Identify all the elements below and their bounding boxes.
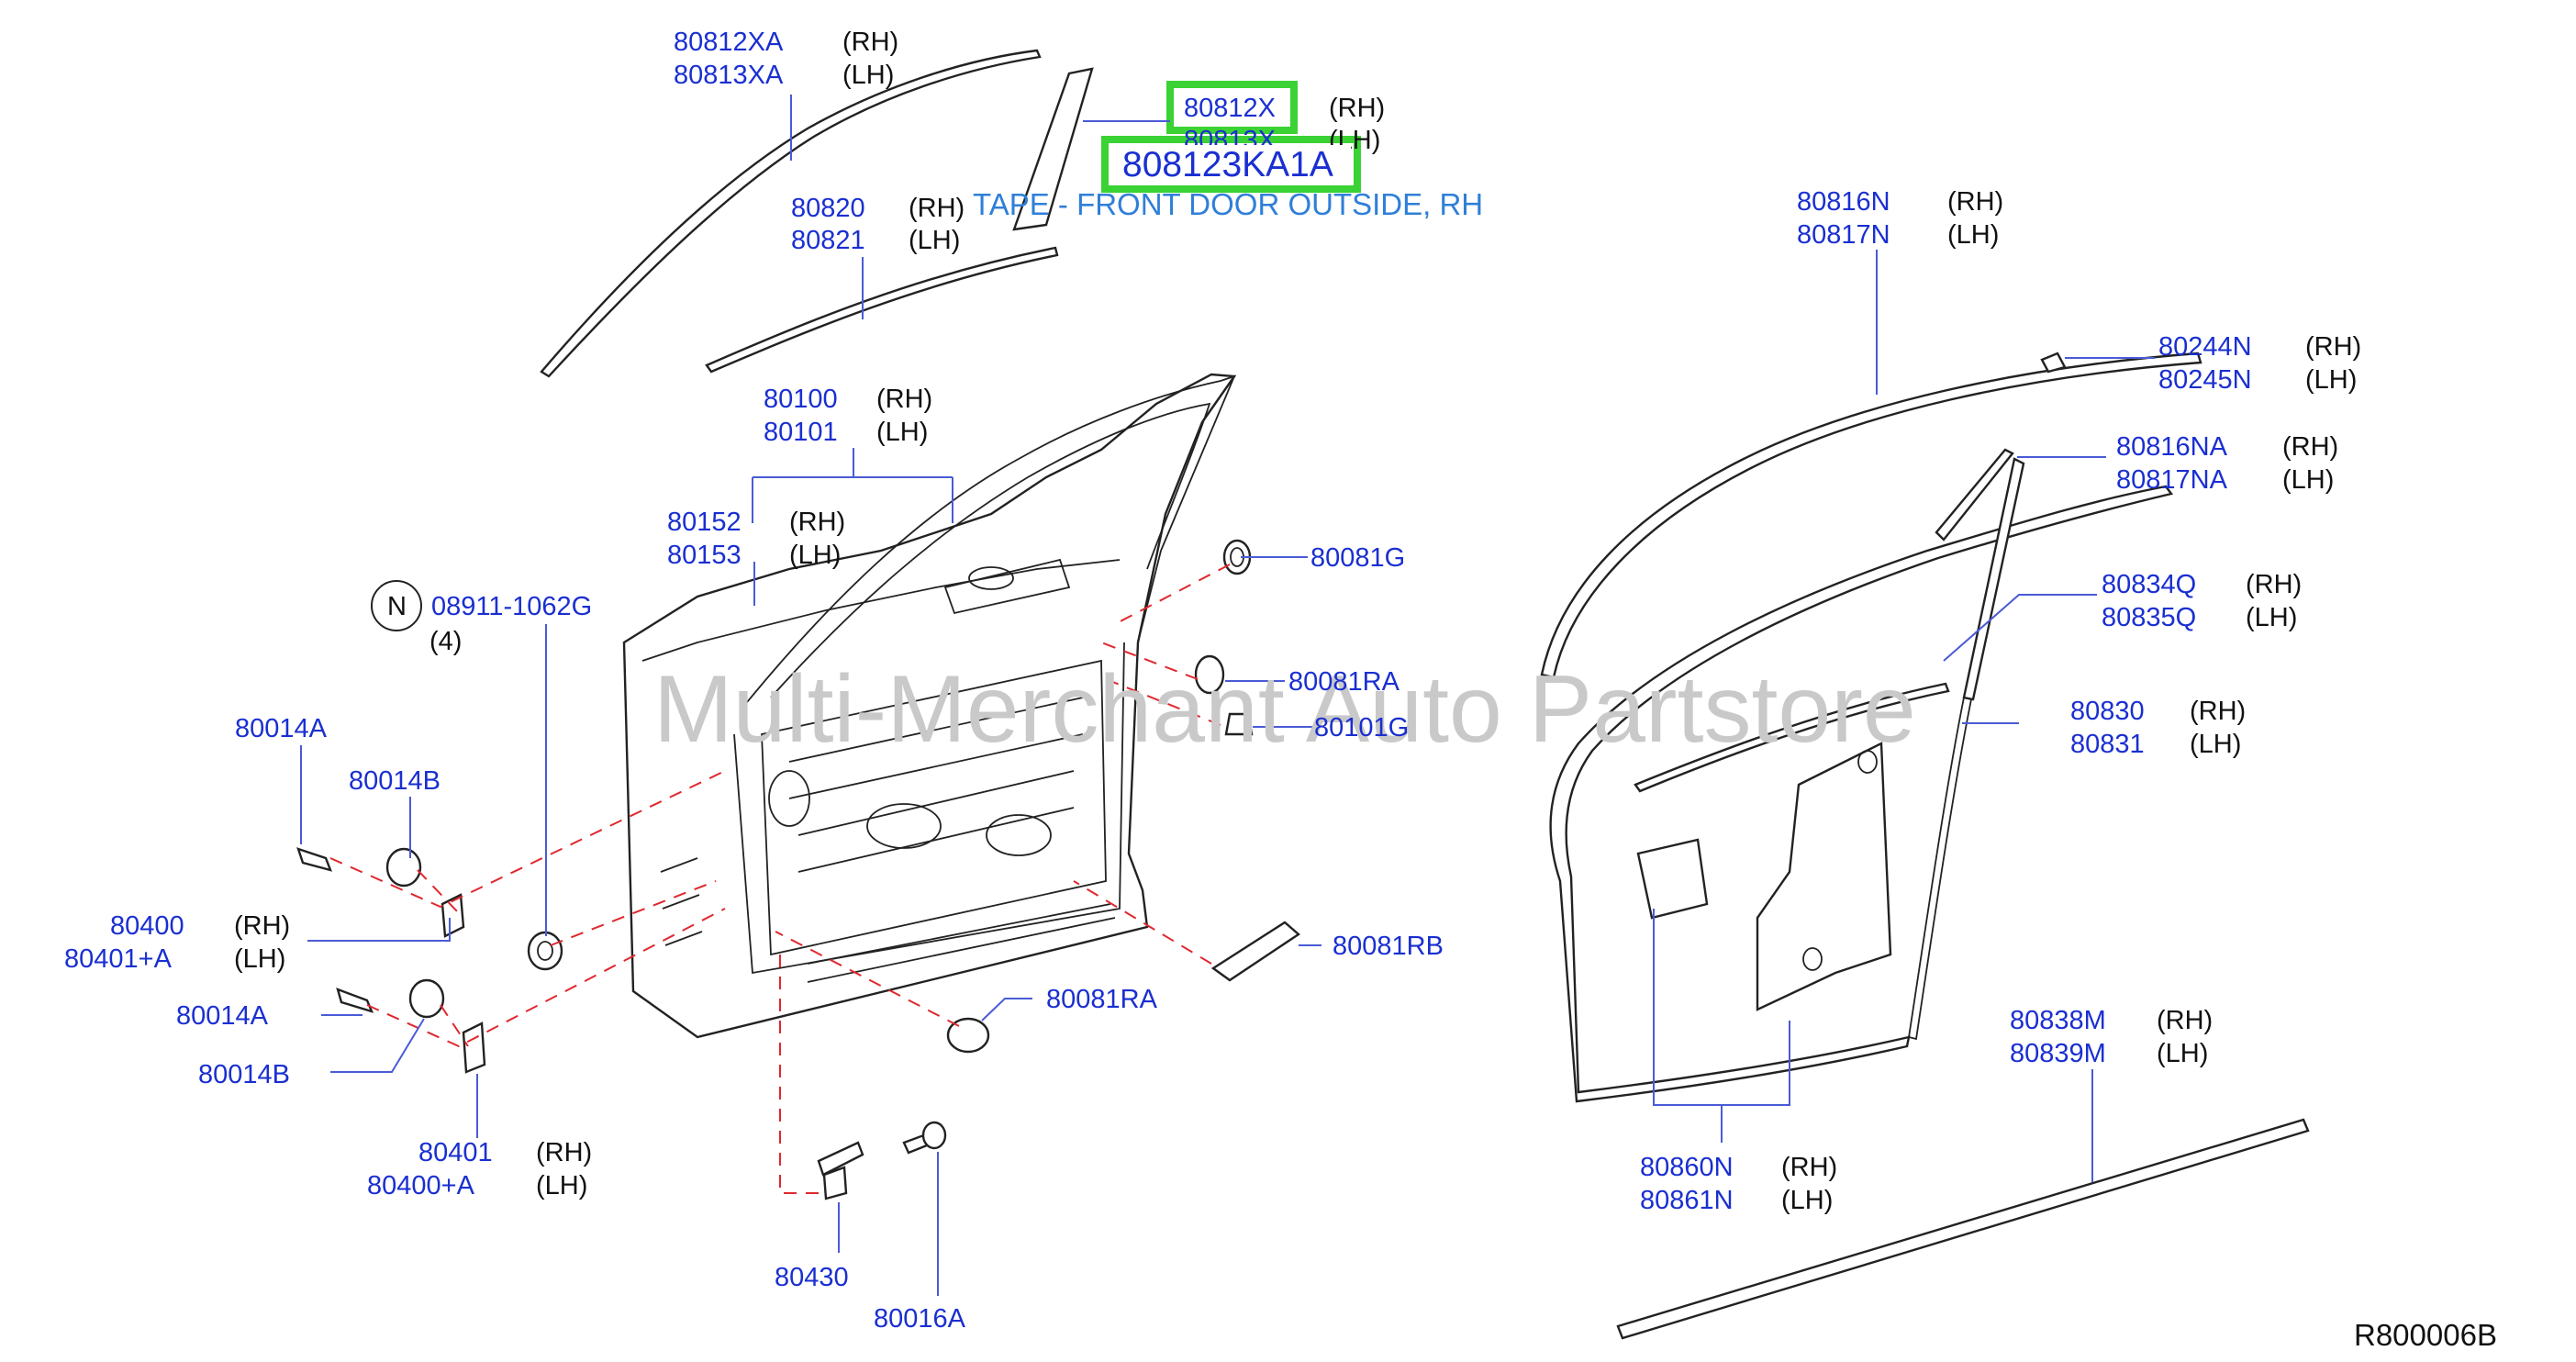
- side-80821: (LH): [909, 226, 960, 255]
- side-80400A: (LH): [536, 1171, 587, 1200]
- label-80014A-bottom[interactable]: 80014A: [176, 1001, 269, 1031]
- label-08911-1062G[interactable]: 08911-1062G: [431, 592, 592, 621]
- side-80860N: (RH): [1781, 1153, 1837, 1182]
- label-80153[interactable]: 80153: [667, 541, 742, 570]
- label-80081RB[interactable]: 80081RB: [1333, 932, 1444, 961]
- side-80152: (RH): [789, 508, 845, 537]
- label-80821[interactable]: 80821: [791, 226, 865, 255]
- side-80820: (RH): [909, 194, 965, 223]
- label-80245N[interactable]: 80245N: [2158, 365, 2252, 395]
- label-80014A-top[interactable]: 80014A: [235, 714, 328, 743]
- label-80081RA-top[interactable]: 80081RA: [1288, 667, 1400, 697]
- n-symbol: N: [387, 592, 407, 621]
- side-80400: (RH): [234, 911, 290, 941]
- label-80016A[interactable]: 80016A: [874, 1304, 966, 1334]
- side-80817NA: (LH): [2282, 465, 2334, 495]
- assembly-dash-lines: [329, 564, 1231, 1194]
- label-80839M[interactable]: 80839M: [2010, 1039, 2106, 1068]
- leader-lines: [300, 95, 2155, 1296]
- side-80401: (RH): [536, 1138, 592, 1167]
- label-80861N[interactable]: 80861N: [1640, 1186, 1734, 1215]
- label-80834Q[interactable]: 80834Q: [2102, 570, 2196, 599]
- highlight-backdrop: [1112, 145, 1351, 184]
- label-80831[interactable]: 80831: [2070, 730, 2145, 759]
- highlight-box-80812X: [1166, 81, 1298, 134]
- label-80400[interactable]: 80400: [110, 911, 184, 941]
- label-80101[interactable]: 80101: [764, 418, 838, 447]
- label-80244N[interactable]: 80244N: [2158, 332, 2252, 362]
- label-80816N[interactable]: 80816N: [1797, 187, 1890, 217]
- label-80816NA[interactable]: 80816NA: [2116, 432, 2228, 462]
- label-80838M[interactable]: 80838M: [2010, 1006, 2106, 1035]
- side-80831: (LH): [2190, 730, 2241, 759]
- label-80400A[interactable]: 80400+A: [367, 1171, 475, 1200]
- label-80101G[interactable]: 80101G: [1314, 713, 1409, 742]
- watermark: Multi-Merchant Auto Partstore: [653, 656, 1916, 763]
- label-80820[interactable]: 80820: [791, 194, 865, 223]
- side-80835Q: (LH): [2246, 603, 2297, 632]
- side-80244N: (RH): [2305, 332, 2361, 362]
- label-80812X[interactable]: 80812X: [1184, 94, 1276, 123]
- label-80401[interactable]: 80401: [418, 1138, 493, 1167]
- label-80835Q[interactable]: 80835Q: [2102, 603, 2196, 632]
- label-80813XA[interactable]: 80813XA: [674, 61, 784, 90]
- part-labels: 80812XA (RH) 80813XA (LH) 80812X (RH) 80…: [64, 28, 2497, 1352]
- label-80081RA-bottom[interactable]: 80081RA: [1046, 985, 1158, 1014]
- label-80812XA[interactable]: 80812XA: [674, 28, 784, 57]
- label-80401A[interactable]: 80401+A: [64, 944, 173, 974]
- weatherstrip-drawing: [1540, 352, 2310, 1340]
- side-80153: (LH): [789, 541, 841, 570]
- highlighted-part-description: TAPE - FRONT DOOR OUTSIDE, RH: [973, 187, 1483, 221]
- side-80861N: (LH): [1781, 1186, 1833, 1215]
- side-80812X: (RH): [1329, 94, 1385, 123]
- n-symbol-circle: [371, 580, 422, 631]
- label-80100[interactable]: 80100: [764, 385, 838, 414]
- label-80014B-bottom[interactable]: 80014B: [198, 1060, 290, 1089]
- side-80830: (RH): [2190, 697, 2246, 726]
- side-80245N: (LH): [2305, 365, 2357, 395]
- label-80152[interactable]: 80152: [667, 508, 742, 537]
- side-80100: (RH): [876, 385, 932, 414]
- side-80839M: (LH): [2157, 1039, 2208, 1068]
- side-80817N: (LH): [1947, 220, 1999, 250]
- side-80812XA: (RH): [842, 28, 898, 57]
- label-80830[interactable]: 80830: [2070, 697, 2145, 726]
- highlight-box-808123KA1A: [1101, 136, 1361, 193]
- side-80816NA: (RH): [2282, 432, 2338, 462]
- label-80014B-top[interactable]: 80014B: [349, 766, 440, 796]
- label-80817NA[interactable]: 80817NA: [2116, 465, 2228, 495]
- side-80101: (LH): [876, 418, 928, 447]
- highlighted-part-number[interactable]: 808123KA1A: [1122, 145, 1333, 184]
- door-panel-drawing: [622, 373, 1237, 1039]
- side-80838M: (RH): [2157, 1006, 2213, 1035]
- label-80817N[interactable]: 80817N: [1797, 220, 1890, 250]
- side-80401A: (LH): [234, 944, 285, 974]
- side-80816N: (RH): [1947, 187, 2003, 217]
- diagram-reference: R800006B: [2354, 1318, 2497, 1352]
- label-80430[interactable]: 80430: [775, 1263, 849, 1292]
- label-80081G[interactable]: 80081G: [1310, 543, 1405, 573]
- window-moldings: [540, 49, 1094, 378]
- small-parts: [296, 539, 1300, 1200]
- side-80834Q: (RH): [2246, 570, 2302, 599]
- side-80813XA: (LH): [842, 61, 894, 90]
- label-80860N[interactable]: 80860N: [1640, 1153, 1734, 1182]
- quantity-4: (4): [429, 627, 462, 656]
